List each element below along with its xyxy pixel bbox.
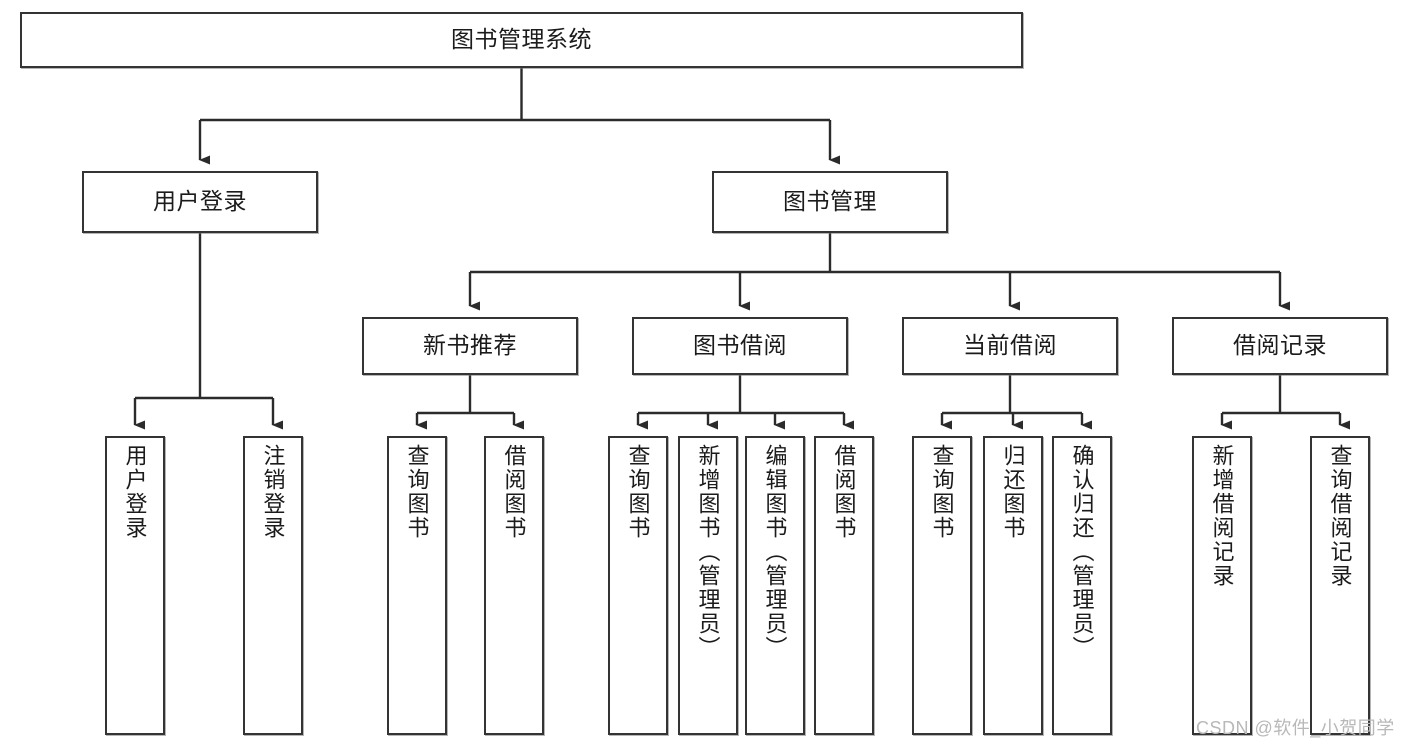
node-leaf-add-borrow-record[interactable]: 新增借阅记录 xyxy=(1192,436,1252,735)
node-label: 查询图书 xyxy=(625,444,651,540)
node-label: 查询图书 xyxy=(929,444,955,540)
node-leaf-confirm-return-admin[interactable]: 确认归还（管理员） xyxy=(1052,436,1112,735)
node-leaf-query-borrow-record[interactable]: 查询借阅记录 xyxy=(1310,436,1370,735)
node-label: 查询图书 xyxy=(404,444,430,540)
node-leaf-borrow-book-1[interactable]: 借阅图书 xyxy=(484,436,544,735)
node-label: 当前借阅 xyxy=(963,332,1057,359)
node-borrow-record[interactable]: 借阅记录 xyxy=(1172,317,1388,375)
node-label: 用户登录 xyxy=(153,188,247,215)
node-book-borrow[interactable]: 图书借阅 xyxy=(632,317,848,375)
node-leaf-return-book[interactable]: 归还图书 xyxy=(983,436,1043,735)
node-leaf-user-login[interactable]: 用户登录 xyxy=(105,436,165,735)
node-label: 用户登录 xyxy=(122,444,148,540)
node-label: 归还图书 xyxy=(1000,444,1026,540)
node-leaf-add-book-admin[interactable]: 新增图书（管理员） xyxy=(678,436,738,735)
node-user-login[interactable]: 用户登录 xyxy=(82,171,318,233)
node-leaf-query-book-1[interactable]: 查询图书 xyxy=(387,436,447,735)
node-label: 编辑图书（管理员） xyxy=(762,444,788,660)
node-label: 借阅图书 xyxy=(831,444,857,540)
node-label: 确认归还（管理员） xyxy=(1069,444,1095,660)
node-label: 图书管理 xyxy=(783,188,877,215)
node-label: 图书借阅 xyxy=(693,332,787,359)
node-label: 注销登录 xyxy=(260,444,286,540)
watermark-text: CSDN @软件_小贺同学 xyxy=(1196,718,1395,738)
node-book-management[interactable]: 图书管理 xyxy=(712,171,948,233)
node-leaf-query-book-2[interactable]: 查询图书 xyxy=(608,436,668,735)
node-leaf-borrow-book-2[interactable]: 借阅图书 xyxy=(814,436,874,735)
node-label: 借阅图书 xyxy=(501,444,527,540)
node-label: 查询借阅记录 xyxy=(1327,444,1353,588)
node-leaf-edit-book-admin[interactable]: 编辑图书（管理员） xyxy=(745,436,805,735)
node-label: 新增图书（管理员） xyxy=(695,444,721,660)
node-new-book-recommend[interactable]: 新书推荐 xyxy=(362,317,578,375)
node-current-borrow[interactable]: 当前借阅 xyxy=(902,317,1118,375)
node-label: 图书管理系统 xyxy=(451,26,592,53)
node-leaf-query-book-3[interactable]: 查询图书 xyxy=(912,436,972,735)
node-label: 新增借阅记录 xyxy=(1209,444,1235,588)
node-label: 借阅记录 xyxy=(1233,332,1327,359)
node-root[interactable]: 图书管理系统 xyxy=(20,12,1023,68)
node-leaf-logout[interactable]: 注销登录 xyxy=(243,436,303,735)
node-label: 新书推荐 xyxy=(423,332,517,359)
